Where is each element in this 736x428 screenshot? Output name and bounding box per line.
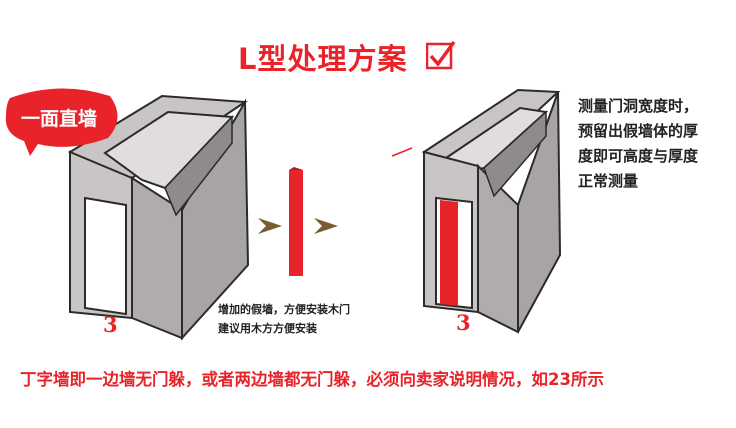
fake-wall-note: 增加的假墙，方便安装木门 建议用木方方便安装 [218,303,350,335]
arrow-right-icon [314,218,338,234]
speech-bubble-icon [5,88,118,156]
fake-wall-strip-top [289,167,303,170]
bottom-caption: 丁字墙即一边墙无门躲，或者两边墙都无门躲，必须向卖家说明情况，如23所示 [20,370,604,389]
fake-wall-strip [289,170,303,276]
left-l-wall [67,94,250,341]
page-title: L型处理方案 [238,42,408,76]
right-figure-label: 3 [456,310,471,335]
arrow-right-icon [258,218,282,234]
measurement-description: 测量门洞宽度时， 预留出假墙体的厚 度即可高度与厚度 正常测量 [578,97,699,190]
decor-stroke [391,147,413,157]
checkmark-icon [426,40,456,70]
left-figure-label: 3 [103,312,118,337]
right-l-wall [421,88,562,334]
bubble-text: 一面直墙 [20,108,97,130]
